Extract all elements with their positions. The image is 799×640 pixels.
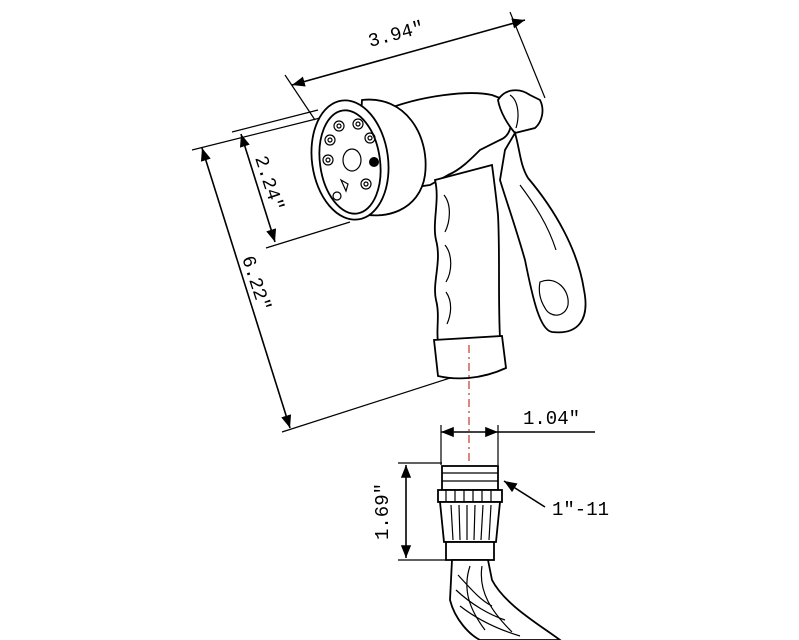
thread-callout: 1"-11 [503, 480, 609, 521]
nozzle-body [378, 89, 587, 380]
overall-height-label: 6.22" [236, 253, 275, 314]
thread-label: 1"-11 [552, 499, 609, 521]
spray-head [310, 98, 427, 221]
width-label: 3.94" [366, 17, 427, 53]
hose [449, 559, 562, 640]
hose-connector [437, 465, 503, 561]
spray-pattern-holes [322, 118, 379, 201]
connector-height-dimension: 1.69" [372, 462, 446, 561]
connector-height-label: 1.69" [372, 483, 394, 540]
head-height-label: 2.24" [249, 153, 288, 214]
connector-width-dimension: 1.04" [440, 408, 595, 465]
connector-width-label: 1.04" [523, 408, 580, 430]
